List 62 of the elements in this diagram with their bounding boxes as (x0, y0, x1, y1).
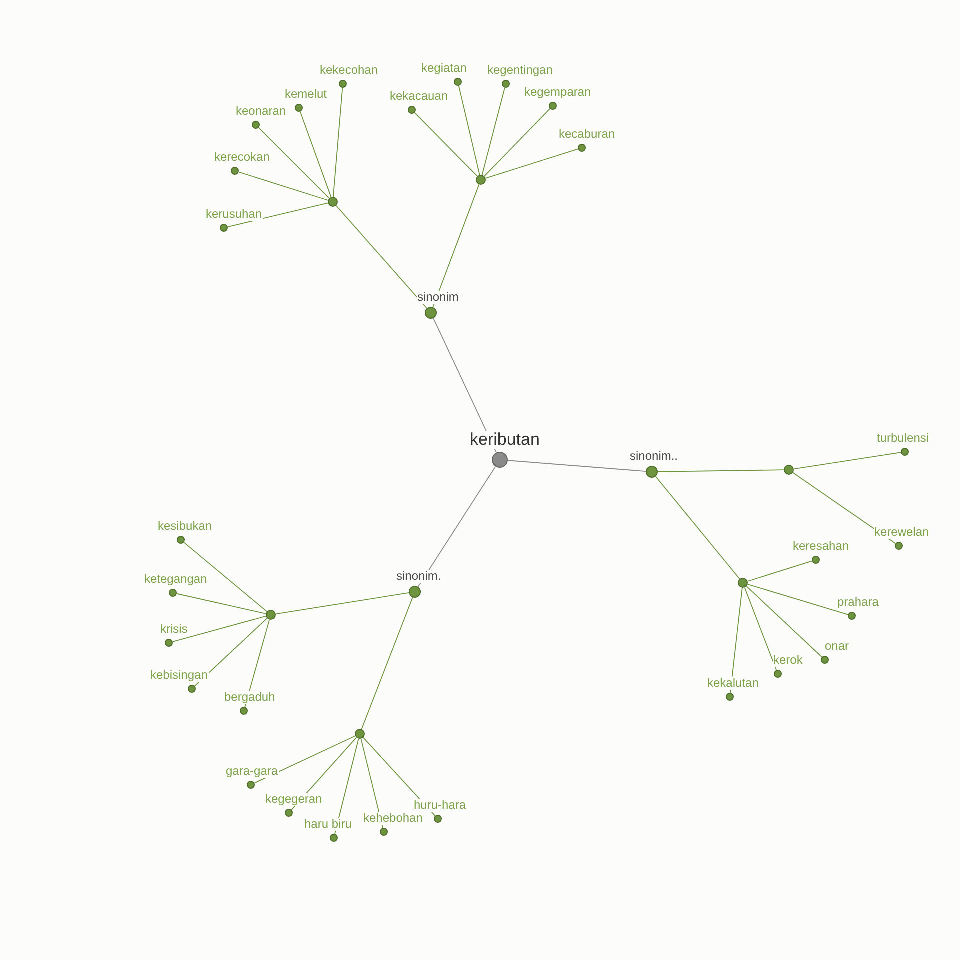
connector-line (275, 592, 410, 615)
hub-dot (355, 729, 365, 739)
connector-line (227, 202, 329, 228)
node-label: haru biru (304, 818, 353, 831)
hub-dot (328, 197, 338, 207)
node-label: kekacauan (389, 90, 450, 103)
node-label: kerewelan (874, 526, 930, 539)
node-label: sinonim (416, 291, 460, 304)
connector-line (794, 452, 902, 470)
node-label: kegiatan (420, 62, 468, 75)
connector-line (414, 112, 478, 177)
node-label: huru-hara (413, 799, 468, 812)
connector-line (194, 618, 268, 687)
connector-line (655, 476, 740, 580)
connector-line (744, 587, 778, 671)
connector-line (484, 108, 551, 177)
node-label: kebisingan (150, 669, 209, 682)
connector-line (336, 205, 428, 309)
node-label: keributan (469, 431, 541, 449)
hub-dot (266, 610, 276, 620)
node-label: sinonim.. (629, 450, 680, 463)
node-label: krisis (160, 623, 189, 636)
connector-line (332, 88, 344, 198)
node-label: kegegeran (264, 793, 324, 806)
hub-dot (784, 465, 794, 475)
hub-dot (738, 578, 748, 588)
connector-line (300, 111, 332, 198)
node-label: bergaduh (224, 691, 276, 704)
node-label: turbulensi (876, 432, 930, 445)
node-label: ketegangan (144, 573, 208, 586)
node-label: kecaburan (558, 128, 616, 141)
connector-line (361, 597, 414, 730)
connector-line (747, 584, 849, 616)
node-label: sinonim. (396, 570, 442, 583)
connector-line (258, 127, 330, 199)
node-label: kemelut (284, 88, 328, 101)
connector-line (172, 616, 267, 642)
node-label: prahara (836, 596, 880, 609)
connector-line (747, 560, 813, 582)
connector-line (508, 460, 646, 472)
node-label: keresahan (792, 540, 850, 553)
node-label: kerusuhan (205, 208, 264, 221)
connector-line (176, 593, 267, 614)
connector-line (432, 184, 480, 308)
connector-line (746, 586, 823, 658)
hub-dot (476, 175, 486, 185)
connector-line (458, 85, 480, 176)
node-label: keonaran (235, 105, 288, 118)
node-label: kerecokan (214, 151, 271, 164)
connector-line (482, 87, 506, 176)
connector-line (485, 148, 579, 179)
node-label: kekalutan (706, 677, 760, 690)
connector-line (658, 470, 784, 472)
node-label: kehebohan (362, 812, 424, 825)
node-label: kekecohan (319, 64, 380, 77)
connector-line (418, 466, 496, 588)
node-label: kegentingan (486, 64, 554, 77)
node-label: kerok (772, 654, 804, 667)
node-label: kesibukan (157, 520, 214, 533)
node-label: kegemparan (524, 86, 592, 99)
connector-line (238, 172, 329, 201)
connector-line (184, 542, 268, 612)
